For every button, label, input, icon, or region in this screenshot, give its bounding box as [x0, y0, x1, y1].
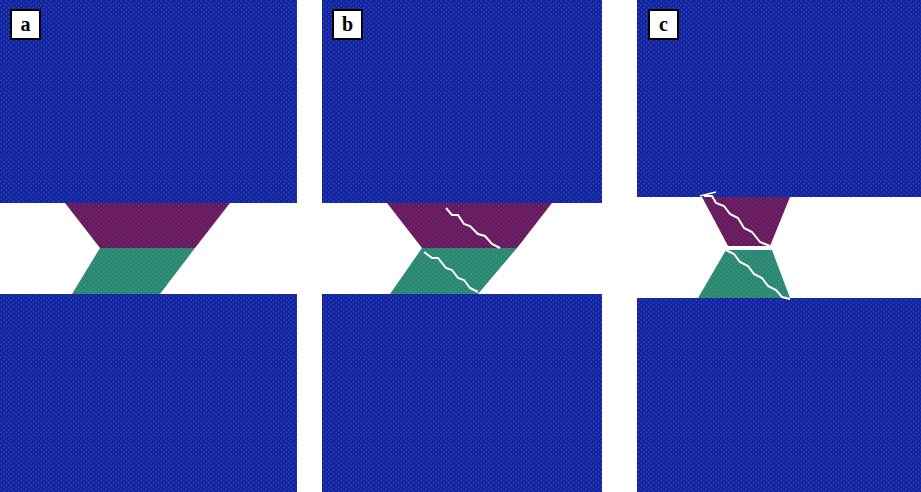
lower-tip — [390, 248, 517, 294]
lower-block — [322, 294, 602, 492]
crack — [700, 192, 716, 196]
panel-b — [322, 0, 602, 492]
panel-letter: a — [10, 9, 41, 40]
upper-block — [322, 0, 602, 203]
lower-tip — [72, 248, 195, 294]
upper-block — [637, 0, 921, 197]
lower-block — [0, 294, 297, 492]
upper-tip — [65, 203, 230, 248]
upper-tip — [387, 203, 552, 248]
panel-a — [0, 0, 297, 492]
panel-letter: c — [648, 9, 679, 40]
panel-c — [637, 0, 921, 492]
crack — [424, 252, 478, 292]
panel-letter: b — [332, 9, 363, 40]
crack — [726, 250, 790, 299]
crack — [704, 196, 770, 246]
lower-block — [637, 298, 921, 492]
crack — [446, 208, 500, 248]
upper-tip — [702, 197, 790, 246]
lower-tip — [698, 250, 790, 298]
upper-block — [0, 0, 297, 203]
